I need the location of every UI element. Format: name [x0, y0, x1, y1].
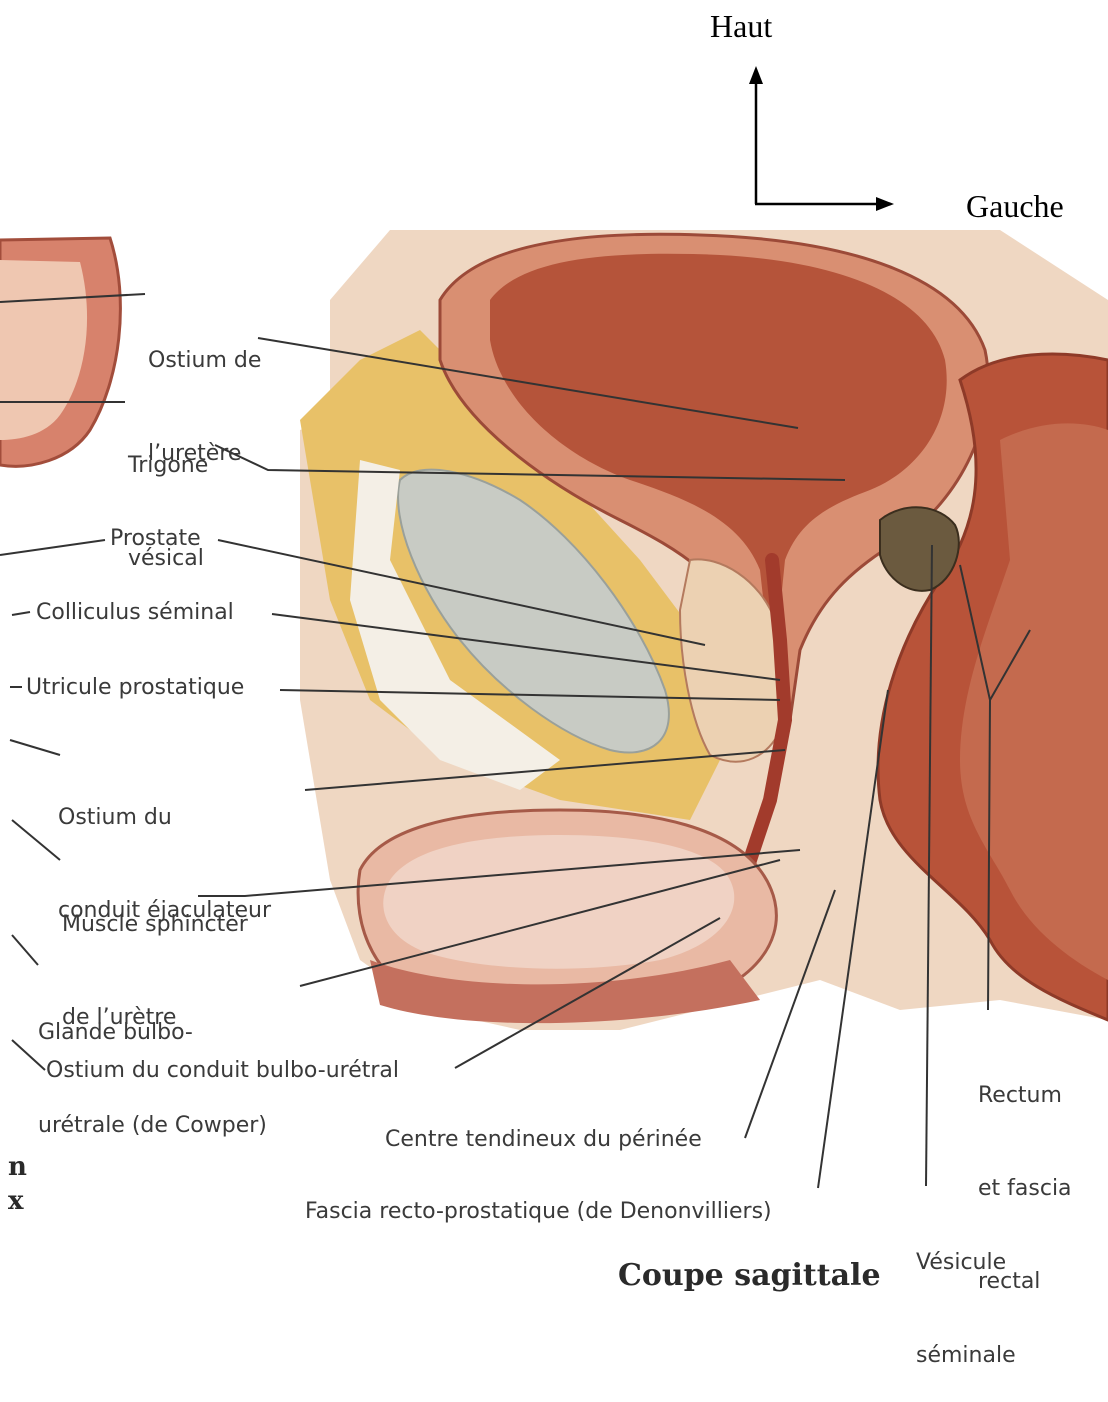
leader-bulbo: [455, 918, 720, 1068]
label-prostate: Prostate: [110, 523, 201, 554]
cropped-edge-text-line2: x: [8, 1184, 27, 1218]
leader-fascia: [818, 690, 888, 1188]
leader-sphincter-left: [12, 820, 60, 860]
leader-centre-tendineux: [745, 890, 835, 1138]
label-sphincter-line1: Muscle sphincter: [62, 909, 248, 940]
leader-ejac-left: [10, 740, 60, 755]
leader-sphincter: [198, 850, 800, 896]
label-ostium-ejac-line1: Ostium du: [58, 802, 271, 833]
orientation-up-label: Haut: [710, 8, 772, 45]
label-ostium-bulbo: Ostium du conduit bulbo-urétral: [46, 1055, 399, 1086]
label-centre-tendineux: Centre tendineux du périnée: [385, 1124, 702, 1155]
label-glande-line1: Glande bulbo-: [38, 1017, 267, 1048]
cropped-edge-text: n x: [8, 1150, 27, 1218]
label-utricule: Utricule prostatique: [26, 672, 244, 703]
leader-glande: [300, 860, 780, 986]
label-vesicule: Vésicule séminale: [916, 1185, 1016, 1402]
label-trigone-line1: Trigone: [128, 450, 208, 481]
leader-rectum-b: [990, 630, 1030, 700]
leader-ostium-ureter: [258, 338, 798, 428]
leader-colliculus-left: [12, 612, 30, 615]
label-vesicule-line2: séminale: [916, 1340, 1016, 1371]
leader-vesicule: [926, 545, 932, 1186]
label-rectum-line1: Rectum: [978, 1080, 1072, 1111]
label-ostium-ureter-line1: Ostium de: [148, 345, 261, 376]
leader-ostium-ureter-left: [0, 294, 145, 302]
label-colliculus: Colliculus séminal: [36, 597, 234, 628]
leader-prostate: [218, 540, 705, 645]
label-trigone: Trigone vésical: [128, 388, 208, 605]
figure-caption: Coupe sagittale: [618, 1258, 881, 1293]
leader-utricule: [280, 690, 780, 700]
leader-trigone: [215, 445, 845, 480]
leader-prostate-left: [0, 540, 105, 555]
label-vesicule-line1: Vésicule: [916, 1247, 1016, 1278]
cropped-edge-text-line1: n: [8, 1150, 27, 1184]
orientation-right-label: Gauche: [966, 188, 1064, 225]
leader-ejac: [305, 750, 785, 790]
leader-colliculus: [272, 614, 780, 680]
label-fascia: Fascia recto-prostatique (de Denonvillie…: [305, 1196, 772, 1227]
leader-rectum-a: [960, 565, 990, 1010]
label-glande-line2: urétrale (de Cowper): [38, 1110, 267, 1141]
leader-glande-left: [12, 935, 38, 965]
